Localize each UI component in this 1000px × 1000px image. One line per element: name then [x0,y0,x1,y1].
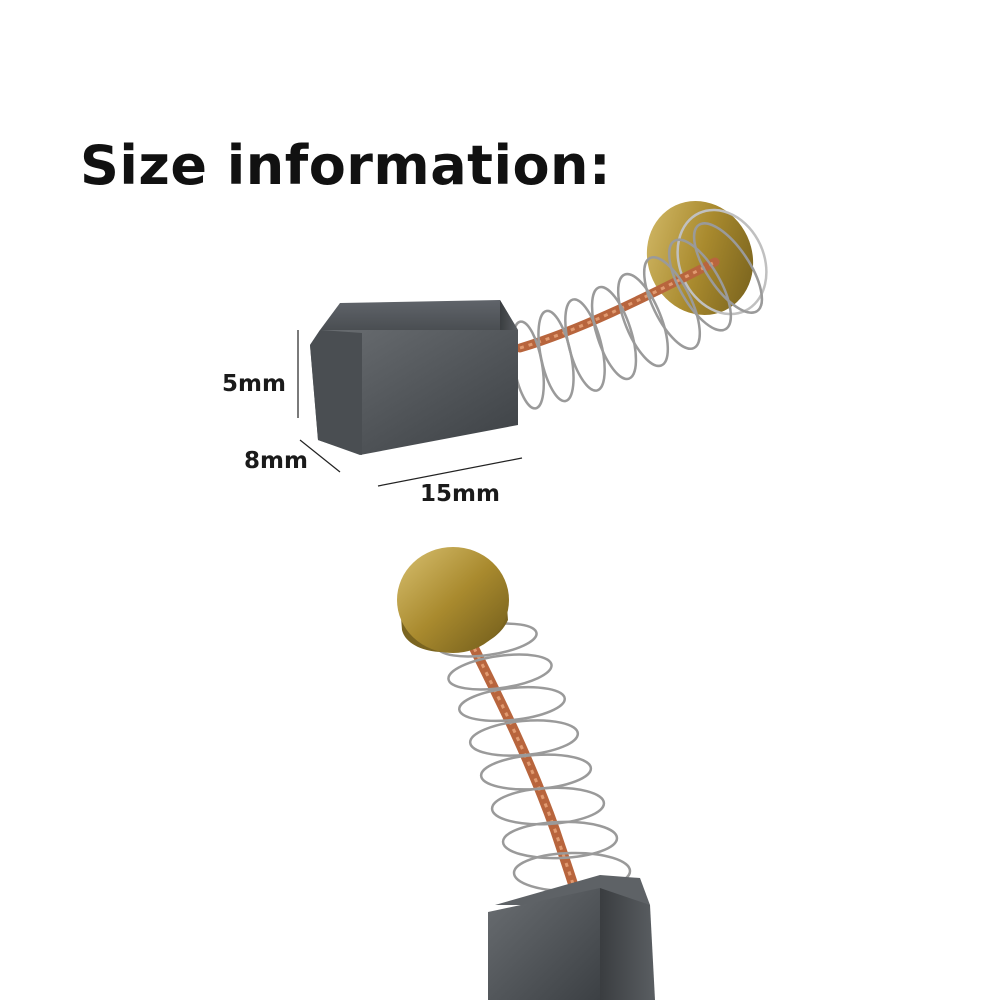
page-title: Size information: [80,134,612,197]
bottom-spring [436,622,632,893]
bottom-brass-cap [397,547,509,653]
length-dimension-label: 15mm [420,481,500,507]
top-spring [510,222,764,410]
bottom-carbon-brush [397,547,655,1000]
depth-dimension-label: 8mm [244,448,308,474]
bottom-carbon-block [488,888,600,1000]
top-carbon-brush [310,201,768,455]
dimension-lines [297,330,523,487]
height-dimension-label: 5mm [222,371,286,397]
